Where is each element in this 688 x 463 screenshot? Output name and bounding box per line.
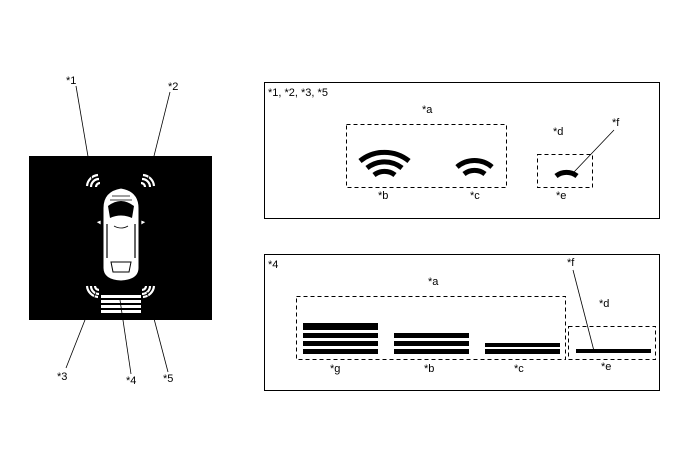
- callout-3: *3: [57, 371, 67, 383]
- label-b-rear: *b: [424, 363, 434, 375]
- car-icon: [95, 187, 147, 282]
- vehicle-display: *1 *2 *3 *4 *5: [29, 75, 212, 387]
- group-d-rear-box: [568, 326, 656, 360]
- label-a-rear: *a: [428, 276, 439, 288]
- group-a-rear-box: [296, 296, 566, 360]
- signal-1-arc-icon: [554, 169, 579, 179]
- label-b: *b: [378, 190, 388, 202]
- rear-center-sensor-panel: *4 *a *g *b *c *d *f *e: [264, 254, 660, 391]
- rear-panel-header: *4: [268, 259, 278, 271]
- corner-panel-header: *1, *2, *3, *5: [268, 87, 328, 99]
- callout-2: *2: [168, 81, 178, 93]
- callout-leaders: [65, 85, 171, 375]
- label-d-rear: *d: [599, 298, 609, 310]
- front-right-sensor-icon: [140, 173, 156, 188]
- callout-1: *1: [66, 75, 76, 87]
- callout-5: *5: [163, 373, 173, 385]
- group-a-box: [346, 124, 507, 188]
- corner-sensor-panel: *1, *2, *3, *5 *a *b *c *d *f *e: [264, 82, 660, 219]
- label-d: *d: [553, 126, 563, 138]
- bars-2-icon: [485, 343, 560, 354]
- group-d-box: [537, 154, 593, 188]
- label-e: *e: [556, 190, 566, 202]
- label-a: *a: [422, 104, 433, 116]
- signal-3-arcs-icon: [358, 149, 411, 178]
- front-left-sensor-icon: [85, 173, 101, 188]
- label-f: *f: [612, 117, 620, 129]
- rear-right-sensor-icon: [141, 285, 156, 299]
- bars-3-icon: [394, 333, 469, 354]
- bars-4-icon: [303, 323, 378, 354]
- label-e-rear: *e: [601, 361, 611, 373]
- rear-left-sensor-icon: [85, 285, 100, 299]
- bars-1-icon: [576, 349, 651, 353]
- signal-2-arcs-icon: [455, 158, 494, 177]
- label-g: *g: [330, 363, 340, 375]
- label-f-rear: *f: [567, 257, 575, 269]
- label-c-rear: *c: [514, 363, 524, 375]
- leader-f-rear: [572, 269, 595, 352]
- leader-f: [573, 129, 615, 173]
- label-c: *c: [470, 190, 480, 202]
- callout-4: *4: [126, 375, 136, 387]
